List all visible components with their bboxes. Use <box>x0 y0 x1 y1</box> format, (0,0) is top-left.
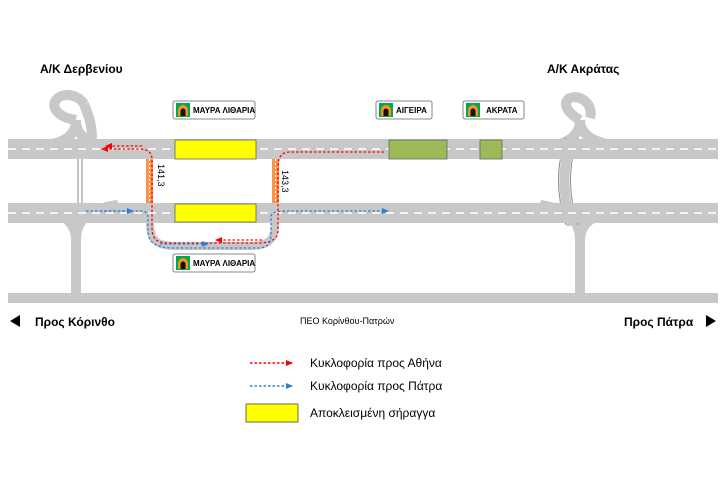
legend-patra-label: Κυκλοφορία προς Πάτρα <box>310 379 442 393</box>
tunnel-icon <box>176 103 190 117</box>
direction-east: Προς Πάτρα <box>624 315 694 329</box>
tunnel-icon <box>176 256 190 270</box>
route-patra <box>86 208 389 249</box>
tunnel-sign-top-left: ΜΑΥΡΑ ΛΙΘΑΡΙΑ <box>172 100 256 120</box>
closed-tunnel-south <box>174 203 257 223</box>
direction-west: Προς Κόρινθο <box>35 315 115 329</box>
open-tunnel-aigeira <box>388 139 448 160</box>
legend: Κυκλοφορία προς Αθήνα Κυκλοφορία προς Πά… <box>245 356 442 423</box>
closed-tunnel-north <box>174 139 257 160</box>
crossover-right-km: 143,3 <box>280 170 290 193</box>
tunnel-sign-top-right: ΑΚΡΑΤΑ <box>462 100 525 120</box>
open-tunnel-akrata <box>479 139 503 160</box>
tunnel-sign-bottom: ΜΑΥΡΑ ΛΙΘΑΡΙΑ <box>172 253 256 273</box>
tunnel-sign-label: ΜΑΥΡΑ ΛΙΘΑΡΙΑ <box>193 259 255 268</box>
legend-athens-label: Κυκλοφορία προς Αθήνα <box>310 356 442 370</box>
right-interchange <box>539 92 621 293</box>
tunnel-icon <box>466 103 480 117</box>
route-athens <box>101 146 384 244</box>
left-interchange <box>39 90 119 293</box>
tunnel-icon <box>379 103 393 117</box>
bypass-road <box>146 222 279 250</box>
tunnel-sign-label: ΜΑΥΡΑ ΛΙΘΑΡΙΑ <box>193 106 255 115</box>
legend-closed-swatch <box>245 403 299 423</box>
tunnel-sign-top-mid: ΑΙΓΕΙΡΑ <box>375 100 433 120</box>
arrow-left-icon <box>10 315 20 327</box>
interchange-right-title: Α/Κ Ακράτας <box>547 62 619 76</box>
old-national-road <box>8 293 718 303</box>
crossover-left-km: 141,3 <box>156 164 166 187</box>
legend-closed-label: Αποκλεισμένη σήραγγα <box>310 406 435 420</box>
old-road-label: ΠΕΟ Κορίνθου-Πατρών <box>300 316 395 326</box>
arrow-right-icon <box>706 315 716 327</box>
tunnel-sign-label: ΑΙΓΕΙΡΑ <box>396 106 427 115</box>
interchange-left-title: Α/Κ Δερβενίου <box>40 62 123 76</box>
tunnel-sign-label: ΑΚΡΑΤΑ <box>486 106 518 115</box>
